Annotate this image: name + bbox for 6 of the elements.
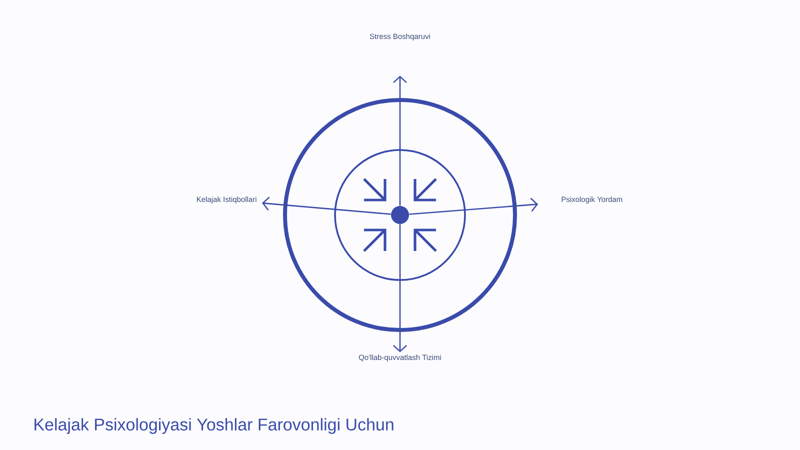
axis-arrow <box>409 198 538 215</box>
title: Kelajak Psixologiyasi Yoshlar Farovonligi Uchun <box>34 418 394 434</box>
axis-arrow <box>393 224 407 352</box>
axis-arrow <box>262 196 391 215</box>
center-dot <box>391 206 409 224</box>
axis-arrow <box>393 76 407 206</box>
